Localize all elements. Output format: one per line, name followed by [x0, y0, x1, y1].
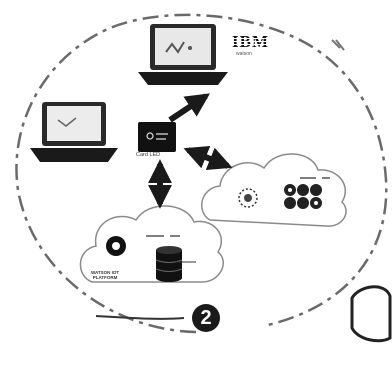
laptop-icon-left [30, 102, 118, 162]
card-device-label: Card LED [136, 152, 161, 158]
card-device-icon [138, 122, 176, 152]
cloud-icon-right [200, 153, 347, 227]
platform-label: WATSON IOT PLATFORM [91, 270, 120, 281]
database-icon [155, 246, 183, 282]
step-number-badge: 2 [192, 304, 220, 332]
ibm-logo-subtitle: watson [236, 51, 252, 57]
gear-icon [106, 236, 126, 256]
blob-shape [350, 285, 392, 343]
top-right-mark [331, 39, 345, 51]
ibm-logo: IBM [232, 32, 269, 51]
scene-circle-arc [15, 13, 388, 334]
sensor-cluster-icon [284, 184, 322, 209]
double-arrow-right [183, 145, 233, 171]
underline-stroke [95, 315, 185, 320]
laptop-icon [138, 24, 228, 85]
arrow-to-laptop [168, 93, 210, 123]
watson-globe-icon [238, 188, 258, 208]
